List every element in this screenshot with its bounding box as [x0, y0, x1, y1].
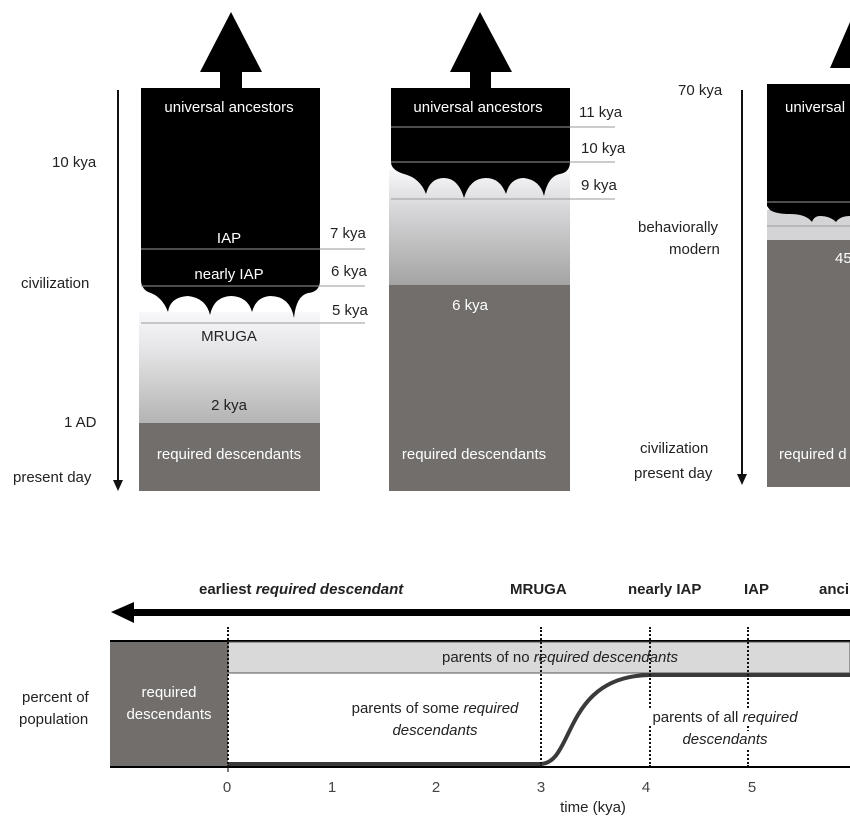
panel2-required-block	[389, 285, 570, 491]
panel1-shapes	[139, 12, 365, 491]
panel3-axis-modern: modern	[669, 241, 720, 258]
x-axis-label: time (kya)	[560, 799, 626, 816]
header-ancients-partial: anci	[819, 581, 850, 598]
panel3-required-block	[767, 240, 850, 487]
panel2-gradient-block	[389, 170, 570, 286]
x-tick-0: 0	[222, 779, 232, 796]
panel1-gradient-block	[139, 312, 320, 424]
axis-label-civilization: civilization	[21, 275, 90, 292]
x-tick-5: 5	[747, 779, 757, 796]
panel1-ancestor-block	[141, 88, 320, 318]
panel1-tick-7kya: 7 kya	[330, 225, 366, 242]
panel2-tick-10kya: 10 kya	[581, 140, 626, 157]
sigmoid-curve	[228, 673, 850, 766]
marker-line-iap	[747, 627, 749, 767]
panel3-required-partial: required d	[779, 446, 847, 463]
panel3-axis-civilization: civilization	[640, 440, 709, 457]
panel3-axis-present-day: present day	[634, 465, 713, 482]
panel3-shapes	[767, 22, 850, 487]
panel3-universal-partial: universal	[785, 99, 846, 116]
panel3-up-arrow	[830, 22, 850, 68]
panel1-required-block	[139, 423, 320, 491]
header-mruga: MRUGA	[510, 581, 567, 598]
panel2-required-descendants: required descendants	[401, 446, 547, 463]
x-tick-3: 3	[536, 779, 546, 796]
panel1-tick-6kya: 6 kya	[331, 263, 367, 280]
axis-label-1ad: 1 AD	[64, 414, 97, 431]
axis-label-present-day: present day	[13, 469, 92, 486]
header-nearly-iap: nearly IAP	[628, 581, 702, 598]
panel1-required-descendants: required descendants	[156, 446, 302, 463]
panel2-6kya: 6 kya	[452, 297, 488, 314]
panel2-shapes	[389, 12, 615, 491]
panel3-ancestor-block	[767, 84, 850, 222]
marker-line-nearly-iap	[649, 627, 651, 767]
header-iap: IAP	[744, 581, 770, 598]
parents-of-all-line2: descendants	[678, 731, 772, 748]
x-tick-1: 1	[327, 779, 337, 796]
marker-line-mruga	[540, 627, 542, 767]
panel3-45-partial: 45	[835, 250, 850, 267]
panel1-2kya: 2 kya	[211, 397, 247, 414]
x-tick-2: 2	[431, 779, 441, 796]
time-axes	[113, 90, 747, 491]
ylabel-population: population	[19, 711, 89, 728]
box-descendants: descendants	[126, 706, 212, 723]
panel1-nearly-iap: nearly IAP	[194, 266, 264, 283]
band-parents-of-no: parents of no required descendants	[442, 649, 678, 666]
panel1-iap: IAP	[216, 230, 242, 247]
panel2-tick-11kya: 11 kya	[579, 104, 623, 121]
required-descendants-box	[110, 642, 228, 766]
ylabel-percent-of: percent of	[22, 689, 89, 706]
axis-label-10kya: 10 kya	[52, 154, 97, 171]
panel2-universal-ancestors: universal ancestors	[413, 99, 543, 116]
parents-of-some-line2: descendants	[388, 722, 482, 739]
panel3-axis-behaviorally: behaviorally	[638, 219, 719, 236]
panel1-up-arrow	[200, 12, 262, 90]
x-tick-4: 4	[641, 779, 651, 796]
panel1-tick-5kya: 5 kya	[332, 302, 368, 319]
panel2-tick-9kya: 9 kya	[581, 177, 617, 194]
panel1-universal-ancestors: universal ancestors	[164, 99, 294, 116]
parents-of-some-line1: parents of some required	[347, 700, 523, 717]
marker-line-0	[227, 627, 229, 767]
panel2-up-arrow	[450, 12, 512, 90]
parents-of-all-line1: parents of all required	[648, 709, 802, 726]
box-required: required	[141, 684, 197, 701]
panel3-axis-70kya: 70 kya	[678, 82, 723, 99]
panel1-mruga: MRUGA	[201, 328, 257, 345]
panel2-ancestor-block	[391, 88, 570, 198]
header-earliest-required-descendant: earliest required descendant	[199, 581, 404, 598]
